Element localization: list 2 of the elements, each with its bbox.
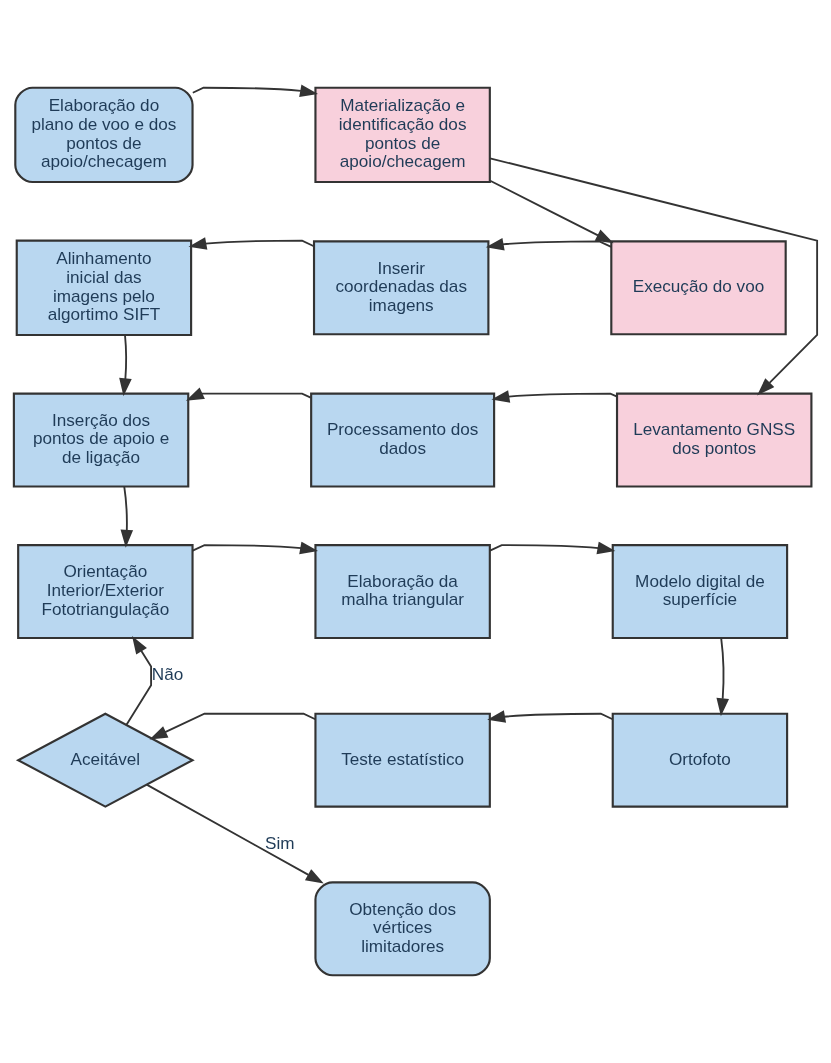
edge-label: Sim	[264, 832, 295, 853]
edge-label: Não	[151, 664, 184, 685]
